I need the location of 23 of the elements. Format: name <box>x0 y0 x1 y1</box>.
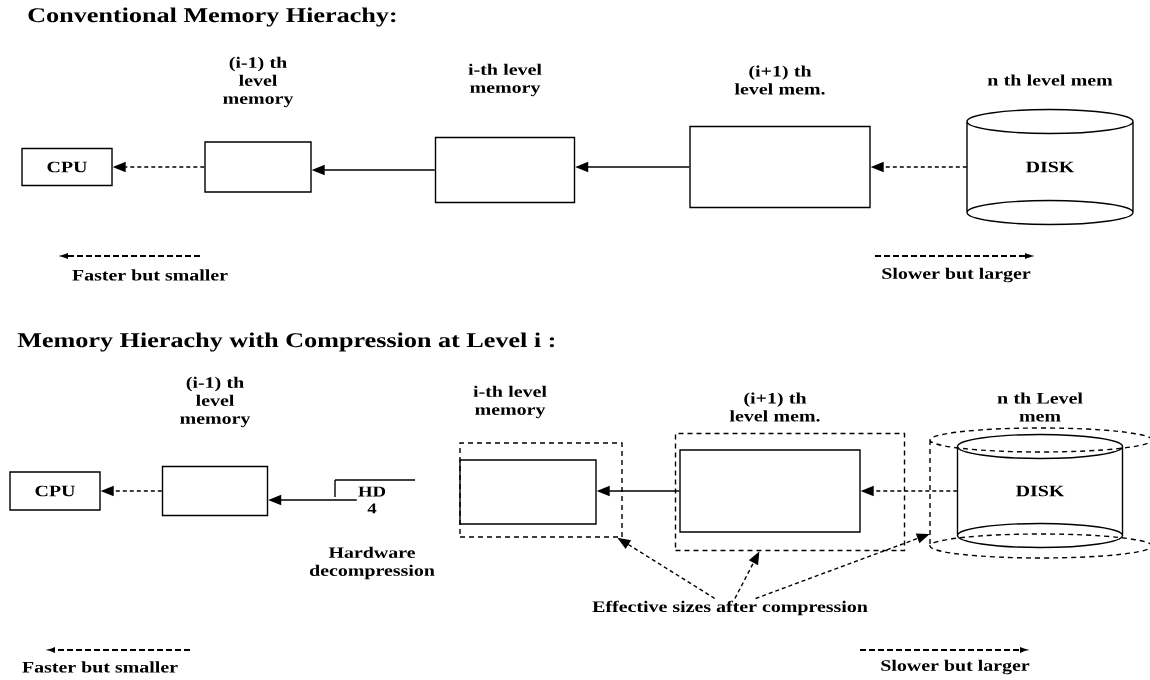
decompression-unit: HD 4 <box>334 479 416 514</box>
level-heading: (i+1) th level mem. <box>729 392 820 422</box>
direction-label: Slower but larger <box>882 267 1031 283</box>
section-title: Memory Hierachy with Compression at Level i : <box>17 332 555 352</box>
level-heading: (i-1) th level memory <box>223 56 294 108</box>
beside-text: Hardware decompression <box>309 546 435 580</box>
memory-box: CPU <box>21 147 113 187</box>
direction-label: Faster but smaller <box>72 269 228 281</box>
disk-cylinder: DISK <box>966 108 1134 226</box>
level-heading: (i-1) th level memory <box>180 376 251 428</box>
disk-cylinder: DISK <box>956 433 1124 549</box>
memory-box <box>679 449 861 533</box>
direction-label: Faster but smaller <box>22 661 178 673</box>
direction-label: Slower but larger <box>881 659 1030 675</box>
level-heading: n th Level mem <box>997 392 1083 422</box>
level-heading: n th level mem <box>987 74 1113 86</box>
level-heading: i-th level memory <box>473 385 547 419</box>
level-heading: i-th level memory <box>468 63 542 97</box>
memory-box: CPU <box>9 471 101 511</box>
section-title: Conventional Memory Hierachy: <box>28 7 396 27</box>
memory-box <box>459 459 597 525</box>
note-text: Effective sizes after compression <box>592 600 868 616</box>
level-heading: (i+1) th level mem. <box>734 65 825 95</box>
